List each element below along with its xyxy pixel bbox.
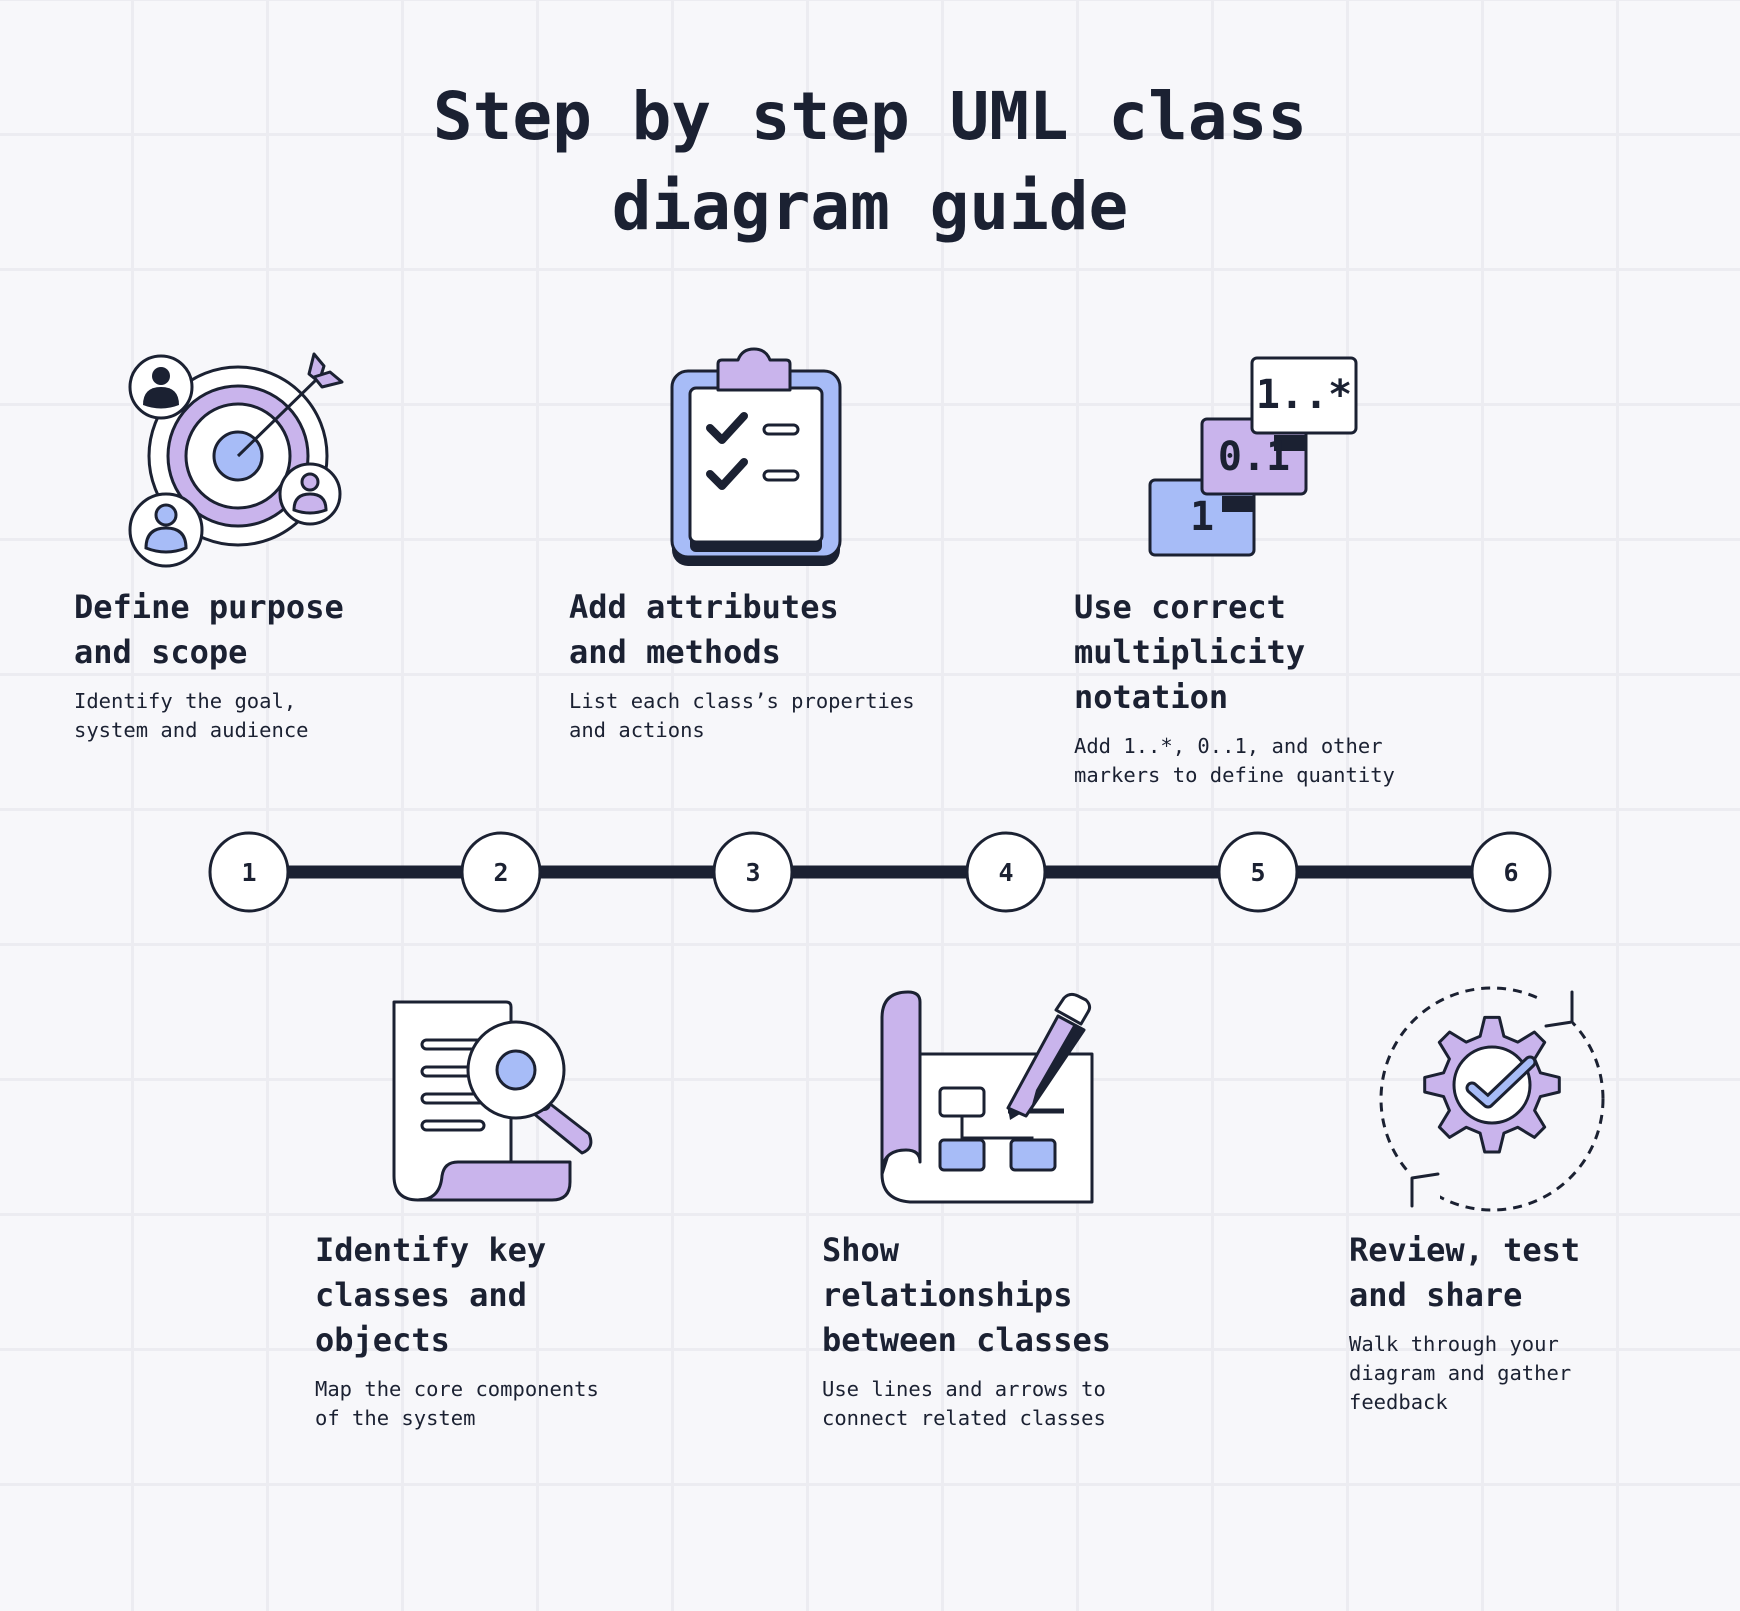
timeline-node-5: 5 <box>1217 831 1299 913</box>
timeline-node-1: 1 <box>208 831 290 913</box>
target-with-users-icon <box>126 342 356 572</box>
step-number-1: 1 <box>241 858 256 887</box>
step-4: Show relationships between classes Use l… <box>822 1228 1242 1433</box>
step-number-3: 3 <box>745 858 760 887</box>
step-2: Identify key classes and objects Map the… <box>315 1228 735 1433</box>
step-number-2: 2 <box>493 858 508 887</box>
step-description: Add 1..*, 0..1, and other markers to def… <box>1074 734 1395 787</box>
timeline-node-6: 6 <box>1470 831 1552 913</box>
step-3: Add attributes and methods List each cla… <box>569 585 989 745</box>
step-1: Define purpose and scope Identify the go… <box>74 585 494 745</box>
user-avatar-icon <box>128 492 204 568</box>
gear-check-cycle-icon <box>1374 984 1606 1214</box>
step-title: Identify key classes and objects <box>315 1231 547 1359</box>
user-avatar-icon <box>128 354 194 420</box>
multiplicity-label: 1..* <box>1256 372 1352 418</box>
timeline-node-2: 2 <box>460 831 542 913</box>
step-description: Walk through your diagram and gather fee… <box>1349 1332 1572 1414</box>
page-title: Step by step UML class diagram guide <box>432 78 1308 245</box>
document-magnifier-icon <box>390 1000 600 1204</box>
step-description: Identify the goal, system and audience <box>74 689 309 742</box>
step-description: Map the core components of the system <box>315 1377 599 1430</box>
step-title: Review, test and share <box>1349 1231 1581 1314</box>
multiplicity-label: 1 <box>1190 494 1214 540</box>
step-title: Use correct multiplicity notation <box>1074 588 1306 716</box>
step-title: Define purpose and scope <box>74 588 344 671</box>
step-6: Review, test and share Walk through your… <box>1349 1228 1740 1417</box>
step-description: List each class’s properties and actions <box>569 689 915 742</box>
step-title: Show relationships between classes <box>822 1231 1111 1359</box>
timeline-node-4: 4 <box>965 831 1047 913</box>
step-number-5: 5 <box>1250 858 1265 887</box>
step-description: Use lines and arrows to connect related … <box>822 1377 1106 1430</box>
step-number-6: 6 <box>1503 858 1518 887</box>
blueprint-pencil-icon <box>878 990 1100 1206</box>
timeline-node-3: 3 <box>712 831 794 913</box>
multiplicity-cards-icon: 1..* 0.1 1 <box>1148 356 1360 560</box>
step-number-4: 4 <box>998 858 1013 887</box>
multiplicity-label: 0.1 <box>1218 434 1290 480</box>
step-5: Use correct multiplicity notation Add 1.… <box>1074 585 1494 790</box>
clipboard-checklist-icon <box>668 346 844 568</box>
step-title: Add attributes and methods <box>569 588 839 671</box>
user-avatar-icon <box>278 462 342 526</box>
